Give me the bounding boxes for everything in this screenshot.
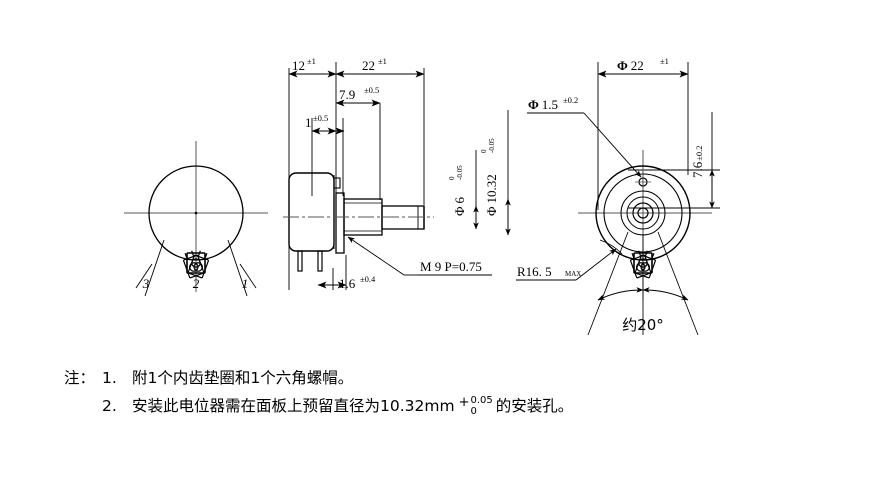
terminal-label-1: 1 <box>242 276 249 291</box>
note-2-tol-sign: + <box>458 395 470 410</box>
dim-bushing-length-value: 7.9 <box>339 87 355 102</box>
dim-pin-circle-offset: 7.6±0.2 <box>690 112 715 209</box>
note-2-number: 2. <box>102 397 117 415</box>
dim-shaft-diameter-value: Φ6 <box>452 196 467 216</box>
note-2-tol-upper: 0.05 <box>470 394 493 406</box>
dim-bushing-diameter-tol-lower: -0.05 <box>488 138 496 153</box>
dim-body-length-value: 12 <box>292 58 305 73</box>
left-view-centerlines <box>124 141 268 292</box>
note-2-text-after: 的安装孔。 <box>495 397 574 415</box>
dim-shaft-diameter: Φ6 0 -0.05 <box>448 150 479 230</box>
dim-bushing-step: 1 ±0.5 <box>305 113 345 135</box>
callout-corner-radius: R16. 5 MAX <box>516 239 623 281</box>
callout-corner-radius-value: R16. 5 <box>517 264 552 279</box>
side-view-extension-lines <box>288 62 425 290</box>
callout-thread-text: M 9 P=0.75 <box>420 259 482 274</box>
rear-terminals <box>183 250 209 279</box>
note-2-tol-lower: 0 <box>470 405 477 417</box>
terminal-label-3: 3 <box>142 276 150 291</box>
dim-bushing-length: 7.9 ±0.5 <box>335 85 381 200</box>
note-2-text-before: 安装此电位器需在面板上预留直径为10.32mm <box>132 397 455 415</box>
terminal-1 <box>187 250 209 279</box>
dim-shaft-length-tol: ±1 <box>378 56 387 66</box>
side-body-tab <box>333 177 341 189</box>
dim-pin-circle-offset-value: 7.6±0.2 <box>690 145 705 178</box>
dim-bushing-diameter-value: Φ10.32 <box>484 174 499 216</box>
dim-body-length: 12 ±1 <box>288 56 337 78</box>
dim-body-length-tol: ±1 <box>307 56 316 66</box>
dim-bushing-diameter: Φ10.32 0 -0.05 <box>480 110 511 236</box>
dim-locating-pin-tol: ±0.2 <box>563 95 578 105</box>
dim-shaft-diameter-tol-lower: -0.05 <box>456 165 464 180</box>
middle-view-group: 12 ±1 22 ±1 7.9 ±0.5 1 ±0.5 <box>283 56 511 291</box>
side-body-outline <box>288 172 335 252</box>
front-locating-pin <box>635 174 651 190</box>
dim-shaft-length-value: 22 <box>362 58 375 73</box>
dim-terminal-offset-tol: ±0.4 <box>360 274 376 284</box>
note-1-text: 附1个内齿垫圈和1个六角螺帽。 <box>132 369 354 387</box>
notes-block: 注： 1. 附1个内齿垫圈和1个六角螺帽。 2. 安装此电位器需在面板上预留直径… <box>64 364 824 422</box>
note-1-number: 1. <box>102 369 117 387</box>
dim-bushing-length-tol: ±0.5 <box>364 85 379 95</box>
front-view-extension-lines <box>597 62 720 210</box>
front-shaft-center <box>637 207 649 219</box>
front-terminal-1 <box>634 250 656 279</box>
callout-corner-radius-suffix: MAX <box>565 270 581 278</box>
dim-terminal-offset-value: 1.6 <box>339 276 356 291</box>
right-view-group: Φ22 ±1 Φ1.5 ±0.2 7.6±0.2 <box>516 56 720 336</box>
callout-thread: M 9 P=0.75 <box>347 236 492 276</box>
left-view-group: 3 2 1 <box>124 141 268 297</box>
notes-lead-label: 注： <box>64 369 96 387</box>
dim-terminal-offset: 1.6 ±0.4 <box>317 274 376 291</box>
dim-bushing-step-value: 1 <box>305 115 312 130</box>
dim-bushing-step-tol: ±0.5 <box>313 113 328 123</box>
dim-bushing-diameter-tol-upper: 0 <box>480 149 488 153</box>
note-item-1: 注： 1. 附1个内齿垫圈和1个六角螺帽。 <box>64 364 824 392</box>
front-thread-ring <box>626 196 660 230</box>
front-shaft-ring <box>632 202 654 224</box>
front-angle-arc <box>597 287 689 301</box>
terminal-label-2: 2 <box>193 276 200 291</box>
dim-shaft-diameter-tol-upper: 0 <box>448 176 456 180</box>
rear-terminal-leaders <box>135 239 257 297</box>
rear-body-outline <box>148 165 244 261</box>
dim-body-diameter-tol: ±1 <box>660 56 669 66</box>
callout-terminal-angle: 约20° <box>622 316 664 334</box>
dim-shaft-length: 22 ±1 <box>335 56 425 78</box>
side-terminal-pins <box>297 250 323 272</box>
front-angle-witness-lines <box>587 231 699 336</box>
rear-center-mark <box>194 211 198 215</box>
